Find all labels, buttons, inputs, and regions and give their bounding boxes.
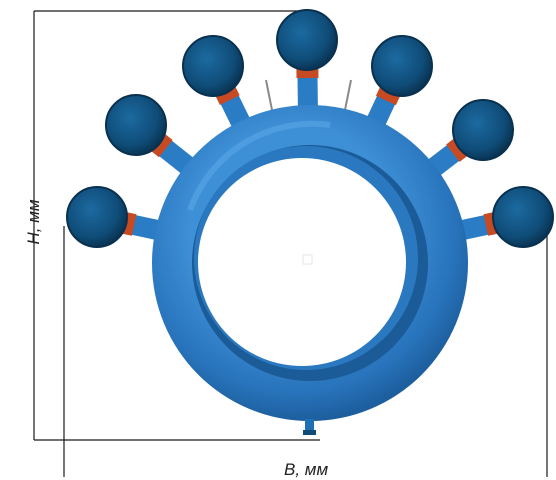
pin-left [266,80,272,110]
circle-head-icon [106,95,166,155]
circle-head-icon [453,100,513,160]
nozzle-5 [372,36,432,127]
circle-head-icon [372,36,432,96]
nozzle-6 [429,100,513,172]
ring-hole [198,158,406,366]
nozzle-3 [183,36,244,128]
circle-head-icon [493,187,553,247]
circle-head-icon [183,36,243,96]
torus-ring [152,105,468,421]
circle-head-icon [67,187,127,247]
circle-head-icon [277,10,337,70]
nozzle-2 [106,95,192,170]
width-axis-label: B, мм [284,460,328,480]
bottom-stub [303,419,316,435]
nozzle-7 [457,187,553,247]
height-axis-label: H, мм [24,192,44,252]
nozzle-4 [277,10,337,113]
pin-right [345,80,351,110]
nozzle-1 [67,187,163,247]
